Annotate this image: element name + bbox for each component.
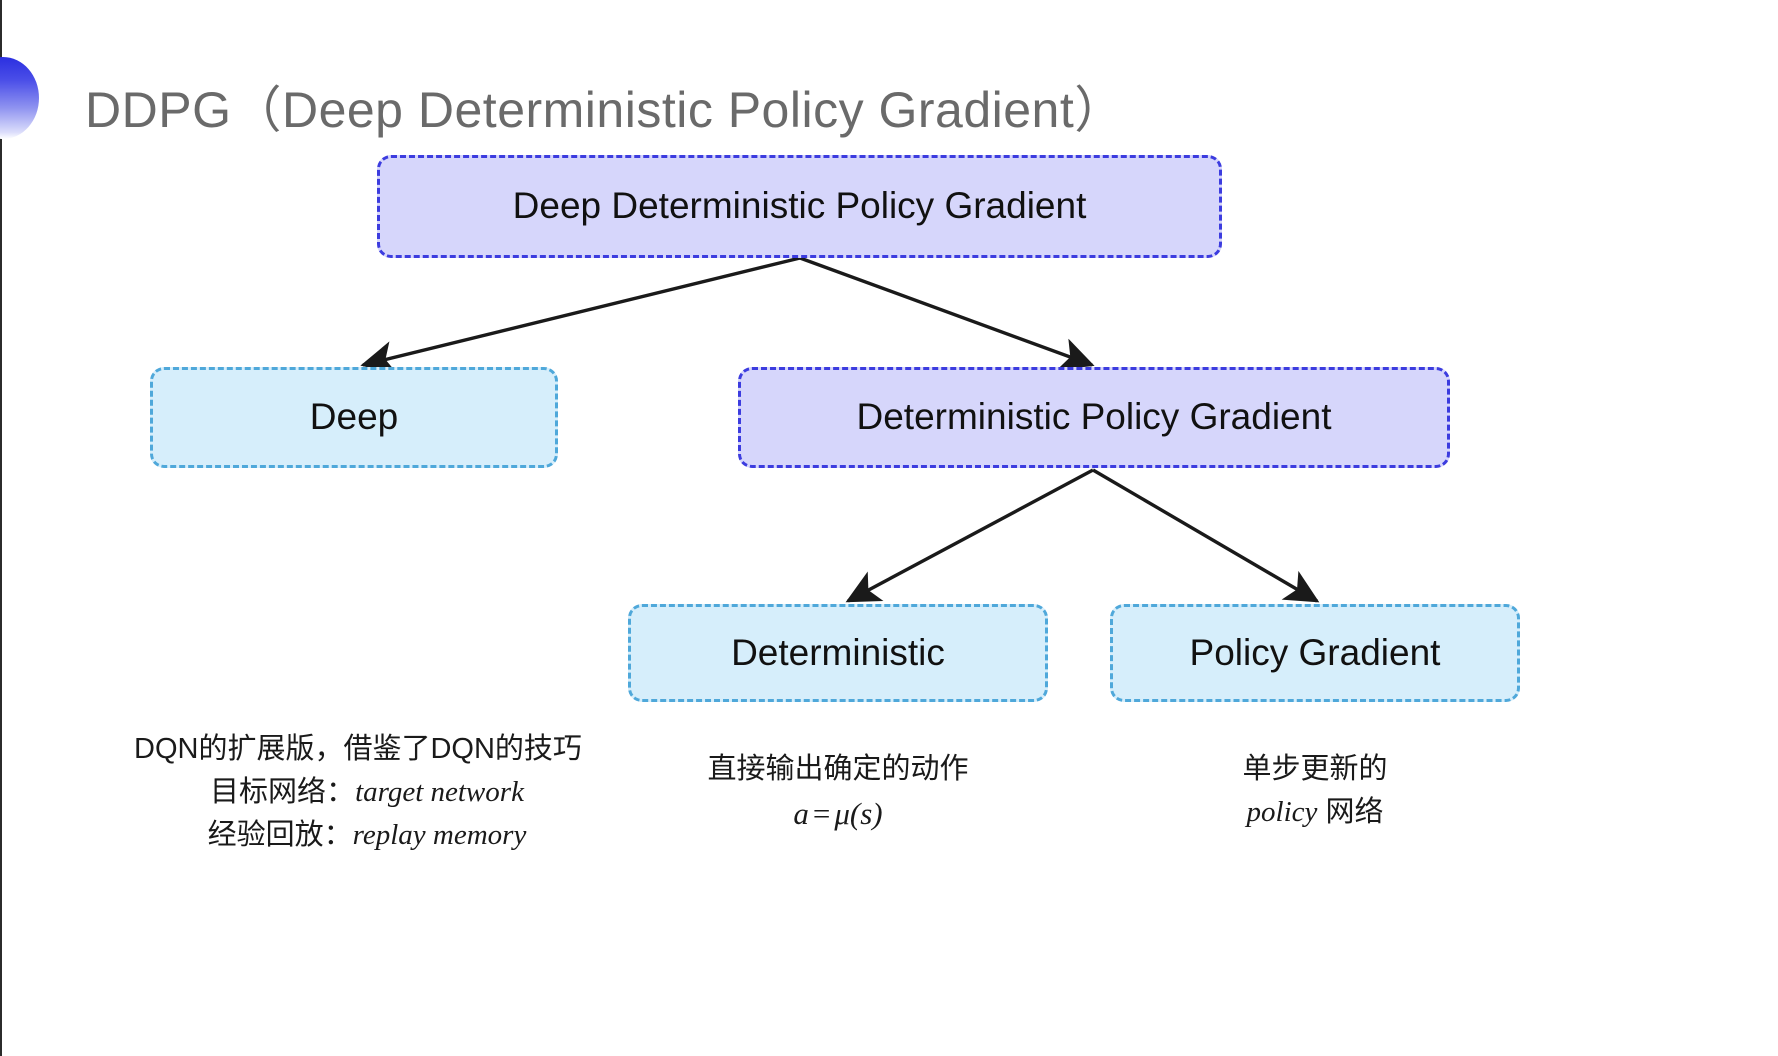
page-title: DDPG（Deep Deterministic Policy Gradient） [85,82,1125,138]
caption-policy-gradient-line1: 单步更新的 [1242,753,1388,785]
caption-deep-line2: 目标网络：target network [128,771,588,814]
edge-dpg-to-policy-gradient [1092,468,1320,603]
node-label: Policy Gradient [1189,631,1441,673]
caption-deep: DQN的扩展版，借鉴了DQN的技巧 目标网络：target network 经验… [128,728,588,857]
caption-deterministic-formula: a=μ(s) [648,791,1028,837]
node-label: Deterministic [731,631,945,673]
edge-root-to-dpg [799,256,1095,370]
node-deep-deterministic-policy-gradient[interactable]: Deep Deterministic Policy Gradient [377,155,1222,258]
left-edge-rule [0,0,2,1056]
edge-root-to-deep [360,256,801,374]
caption-deterministic-line1: 直接输出确定的动作 [707,753,969,785]
caption-deep-line2-term: target network [355,775,524,808]
edge-dpg-to-deterministic [845,468,1094,603]
caption-policy-gradient-suffix: 网络 [1317,795,1384,828]
formula-operator: = [812,795,831,831]
node-deep[interactable]: Deep [150,367,558,468]
title-bullet-icon [0,57,39,139]
caption-deep-line1: DQN的扩展版，借鉴了DQN的技巧 [134,733,582,765]
caption-policy-gradient: 单步更新的 policy 网络 [1130,748,1500,834]
node-label: Deep Deterministic Policy Gradient [512,185,1087,227]
caption-deep-line3: 经验回放：replay memory [128,814,588,857]
node-policy-gradient[interactable]: Policy Gradient [1110,604,1520,702]
caption-deep-line3-term: replay memory [352,818,527,851]
node-label: Deterministic Policy Gradient [856,396,1332,438]
caption-deep-line2-label: 目标网络： [210,775,356,808]
node-deterministic[interactable]: Deterministic [628,604,1048,702]
caption-policy-gradient-line2: policy 网络 [1130,791,1500,834]
node-label: Deep [309,396,399,438]
node-deterministic-policy-gradient[interactable]: Deterministic Policy Gradient [738,367,1450,468]
caption-policy-gradient-term: policy [1246,795,1318,828]
caption-deep-line3-label: 经验回放： [207,818,353,851]
caption-deterministic: 直接输出确定的动作 a=μ(s) [648,748,1028,837]
formula-lhs: a [793,795,809,831]
formula-rhs: μ(s) [834,795,883,831]
